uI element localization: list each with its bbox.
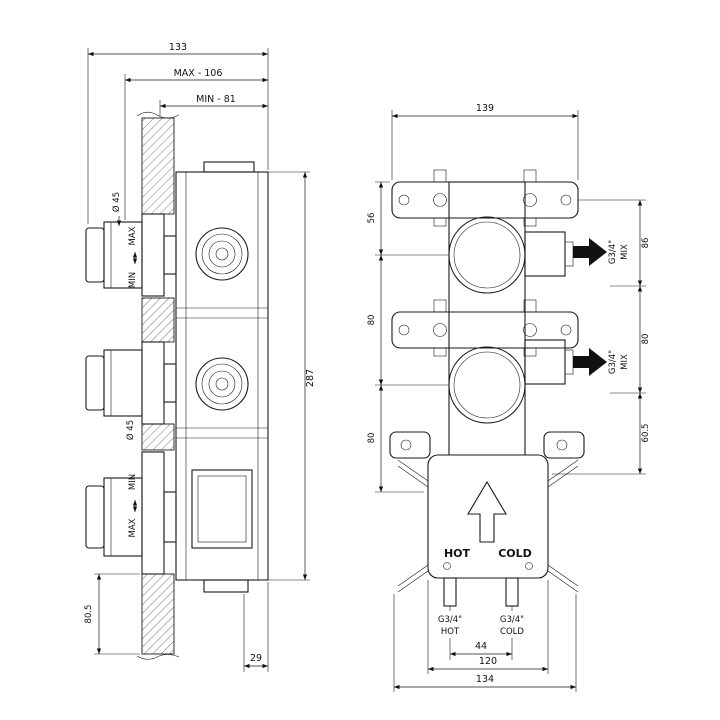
wall-hatch-segment: [141, 297, 175, 343]
dim-depth: 29: [250, 653, 262, 664]
plate-cold-label: COLD: [498, 547, 532, 560]
knob-diameter-top: Ø 45: [111, 192, 122, 212]
front-view-right-dimensions: 86 80 60.5: [552, 199, 651, 475]
front-view-top-dimension: 139: [391, 103, 579, 180]
front-view-bottom-dimensions: 44 120 134: [393, 580, 577, 692]
front-view-left-dimensions: 56 80 80: [367, 181, 449, 493]
dim-inlet-spacing: 44: [475, 641, 487, 652]
dim-width-top: 139: [476, 103, 494, 114]
wall-section: [136, 111, 180, 660]
dim-height: 287: [305, 369, 316, 387]
valve-body-side: [175, 161, 269, 593]
screw-hole: [433, 323, 447, 337]
dim-right-top: 86: [641, 238, 651, 249]
screw-hole: [560, 324, 572, 336]
front-view: 139: [367, 103, 651, 692]
max-label-top: MAX: [128, 226, 138, 245]
min-label-bottom: MIN: [128, 474, 138, 490]
dim-top-to-first: 56: [367, 213, 377, 224]
inlet-thread-cold: G3/4": [500, 615, 524, 625]
inlet-plate: HOT COLD: [427, 454, 549, 579]
screw-hole: [523, 193, 537, 207]
body-top-stub: [203, 161, 255, 173]
screw-hole: [398, 324, 410, 336]
mix-label-middle: MIX: [620, 354, 630, 370]
handle-bottom: [85, 451, 177, 575]
dim-right-mid: 80: [641, 334, 651, 345]
mounting-bracket-middle: [391, 299, 579, 357]
dim-overall-width: 133: [169, 42, 187, 53]
side-view-bottom-offset-dimension: 80.5: [84, 573, 140, 655]
side-view-top-dimensions: 133 MAX - 106 MIN - 81: [87, 42, 269, 224]
inlet-cold-label: COLD: [500, 627, 524, 637]
flow-arrow-stem: [573, 246, 589, 258]
side-view: 133 MAX - 106 MIN - 81: [84, 42, 316, 672]
mix-thread-middle: G3/4": [608, 350, 618, 374]
inlet-thread-hot: G3/4": [438, 615, 462, 625]
flow-arrow-middle: [589, 348, 607, 376]
cartridge-front-top: [448, 216, 526, 294]
valve-block-section: [191, 469, 253, 549]
max-label-bottom: MAX: [128, 518, 138, 537]
mix-thread-top: G3/4": [608, 240, 618, 264]
mix-outlet-top: G3/4" MIX: [524, 231, 630, 277]
dim-plate-width: 120: [479, 656, 497, 667]
knob-diameter-mid: Ø 45: [125, 420, 136, 440]
wall-hatch-segment: [141, 573, 175, 655]
handle-middle: [85, 341, 177, 425]
side-view-depth-dimension: 29: [243, 582, 269, 672]
screw-hole: [398, 194, 410, 206]
flow-arrow-stem: [573, 356, 589, 368]
dim-right-bottom: 60.5: [641, 424, 651, 443]
plate-hot-label: HOT: [444, 547, 471, 560]
cartridge-front-middle: [448, 346, 526, 424]
valve-block-inner: [197, 475, 247, 543]
flow-arrow-top: [589, 238, 607, 266]
inlet-hot-label: HOT: [441, 627, 460, 637]
handle-top: [85, 213, 177, 297]
side-view-height-dimension: 287: [268, 171, 316, 581]
dim-max-width: MAX - 106: [174, 68, 223, 79]
valve-column: [448, 181, 526, 471]
dim-lower-spacing: 80: [367, 433, 377, 444]
dim-bottom-offset: 80.5: [84, 605, 94, 624]
cartridge-section-top: [195, 227, 249, 281]
screw-hole: [433, 193, 447, 207]
plate-hole: [525, 562, 533, 570]
wall-hatch-segment: [141, 423, 175, 451]
dim-center-spacing: 80: [367, 315, 377, 326]
up-arrow-icon: [467, 480, 507, 543]
plate-hole: [443, 562, 451, 570]
mix-outlet-middle: G3/4" MIX: [524, 339, 630, 385]
screw-hole: [560, 194, 572, 206]
hot-inlet-stub: [443, 577, 457, 607]
mix-label-top: MIX: [620, 244, 630, 260]
min-label-top: MIN: [128, 272, 138, 288]
dim-width-bottom: 134: [476, 674, 494, 685]
body-bottom-stub: [203, 579, 249, 593]
cartridge-section-middle: [195, 357, 249, 411]
cold-inlet-stub: [505, 577, 519, 607]
inlet-connections: G3/4" HOT G3/4" COLD: [438, 577, 524, 637]
dim-min-width: MIN - 81: [196, 94, 236, 105]
side-view-handle-labels: Ø 45 MAX MIN Ø 45 MIN MAX: [111, 192, 138, 538]
screw-hole: [523, 323, 537, 337]
valve-body-outline: [175, 171, 269, 581]
wall-hatch-segment: [141, 117, 175, 215]
mounting-ears-lower: [389, 431, 585, 459]
